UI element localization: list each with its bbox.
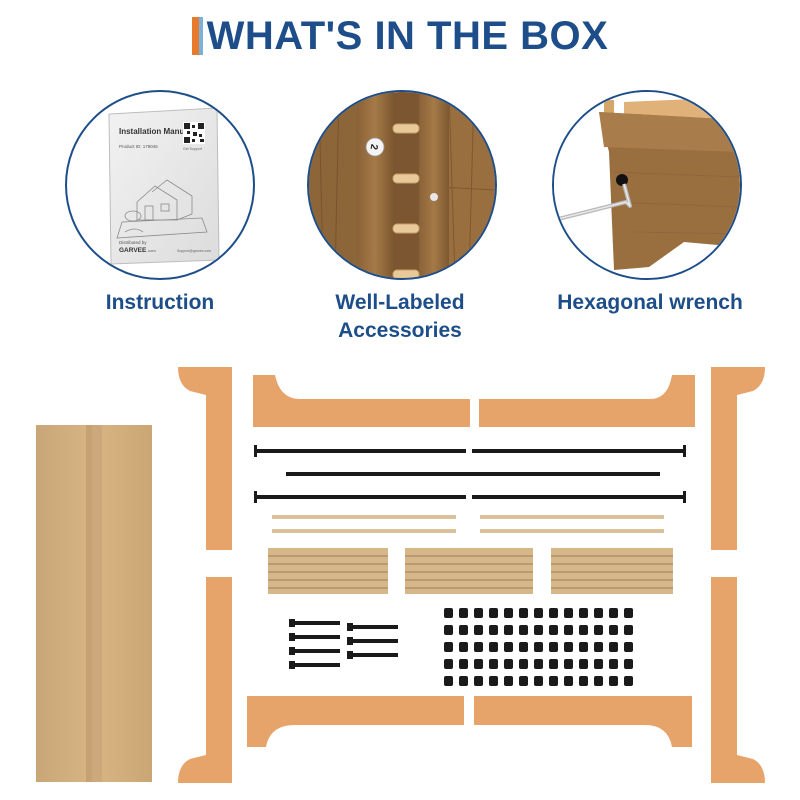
page-title-text: WHAT'S IN THE BOX [206, 14, 609, 58]
plastic-brackets [444, 608, 633, 686]
feature-label-accessories: Well-Labeled Accessories [300, 289, 500, 345]
manual-heading: Installation Manual [119, 127, 191, 136]
left-posts [178, 367, 232, 783]
title-accent-orange [191, 17, 199, 55]
ladder-tag: 2 [368, 143, 380, 151]
right-posts [711, 367, 765, 783]
qr-code-icon [183, 122, 205, 144]
manual-product-id: Product ID: 179045 [119, 144, 158, 149]
manual-brand: GARVEE [119, 247, 147, 254]
metal-supports [254, 445, 686, 503]
house-sketch-icon [116, 179, 208, 239]
top-rails [253, 375, 695, 427]
feature-label-line: Instruction [105, 291, 215, 314]
instruction-manual-icon: Installation Manual Product ID: 179045 G… [65, 90, 255, 280]
cardboard-panel [36, 425, 152, 782]
feature-label-instruction: Instruction [65, 289, 255, 317]
bolts [289, 619, 398, 669]
manual-brand-suffix: .com [147, 248, 156, 253]
thin-slats [272, 515, 664, 533]
parts-layout [36, 367, 765, 783]
feature-label-line: Accessories [338, 319, 462, 342]
feature-label-line: Hexagonal wrench [557, 291, 743, 314]
labeled-ladder-icon: 2 [307, 90, 497, 280]
manual-support: Support@garvee.com [177, 249, 211, 253]
slat-bundles [268, 548, 673, 594]
page-title: WHAT'S IN THE BOX [0, 14, 800, 59]
feature-label-wrench: Hexagonal wrench [535, 289, 765, 317]
title-accent-blue [196, 17, 203, 55]
bottom-rails [247, 696, 692, 747]
qr-caption: Get Support [183, 147, 202, 151]
manual-distributed-by: Distributed by [119, 240, 147, 245]
feature-label-line: Well-Labeled [335, 291, 465, 314]
hex-wrench-icon [552, 90, 742, 280]
